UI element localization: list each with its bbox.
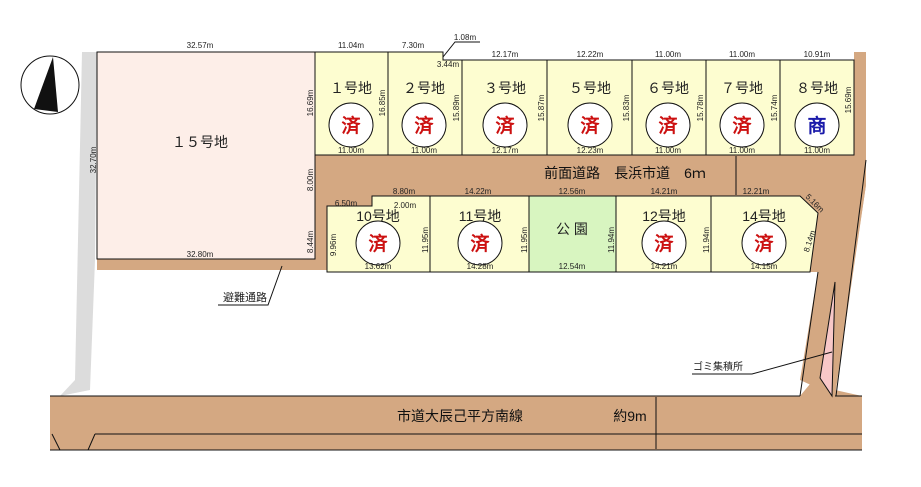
sold-mark: 済	[654, 232, 674, 255]
garbage-area	[819, 281, 836, 398]
dimension-label: 6.50m	[335, 199, 358, 208]
main-road-label: 市道大辰己平方南線	[397, 408, 523, 424]
lot-label: 14号地	[742, 208, 786, 224]
dimension-label: 32.70m	[89, 146, 98, 173]
sold-mark: 済	[732, 114, 752, 137]
dimension-label: 11.95m	[520, 227, 529, 253]
dimension-label: 14.28m	[467, 262, 494, 271]
dimension-label: 15.83m	[622, 94, 631, 121]
dimension-label: 11.00m	[655, 50, 681, 59]
lot-15-label: １５号地	[172, 134, 228, 150]
dimension-label: 11.00m	[655, 146, 681, 155]
dimension-label: 8.00m	[306, 169, 315, 192]
dimension-label: 12.23m	[577, 146, 604, 155]
dimensions: 32.57m 11.04m 7.30m 1.08m 3.44m 12.17m 1…	[89, 33, 853, 449]
business-mark: 商	[807, 114, 826, 137]
dimension-label: 11.00m	[804, 146, 830, 155]
dimension-label: 12.54m	[559, 262, 586, 271]
dimension-label: 14.21m	[651, 262, 678, 271]
lot-label: ２号地	[403, 80, 445, 96]
lot-label: ６号地	[647, 80, 689, 96]
sold-mark: 済	[495, 114, 515, 137]
lot-label: 11号地	[459, 208, 502, 224]
dimension-label: 13.62m	[365, 262, 392, 271]
dimension-label: 16.69m	[306, 89, 315, 116]
dimension-label: 12.22m	[577, 50, 604, 59]
dimension-label: 3.44m	[437, 60, 460, 69]
dimension-label: 14.21m	[651, 187, 678, 196]
lot-label: ７号地	[721, 80, 763, 96]
dimension-label: 32.57m	[187, 41, 214, 50]
park	[528, 195, 617, 273]
diagonal-road	[800, 155, 866, 396]
lot-label: ３号地	[484, 80, 526, 96]
garbage-area-label: ゴミ集積所	[693, 360, 743, 373]
dimension-label: 16.85m	[378, 89, 387, 116]
lot-label: 10号地	[356, 208, 400, 224]
dimension-label: 2.00m	[394, 201, 417, 210]
dimension-label: 11.94m	[702, 227, 711, 253]
dimension-label: 14.15m	[751, 262, 778, 271]
dimension-label: 11.00m	[729, 146, 755, 155]
side-path	[854, 52, 866, 160]
lot-label: 12号地	[642, 208, 686, 224]
dimension-label: 14.22m	[465, 187, 492, 196]
dimension-label: 10.91m	[804, 50, 831, 59]
lot-label: ５号地	[569, 80, 611, 96]
dimension-label: 11.00m	[729, 50, 755, 59]
dimension-label: 12.56m	[559, 187, 586, 196]
main-road-width: 約9m	[613, 408, 646, 424]
sold-mark: 済	[580, 114, 600, 137]
dimension-label: 15.74m	[770, 94, 779, 121]
north-arrow-icon	[20, 55, 80, 115]
dimension-label: 11.00m	[338, 146, 364, 155]
dimension-label: 1.08m	[454, 33, 477, 42]
dimension-label: 15.87m	[537, 94, 546, 121]
dimension-label: 9.96m	[329, 234, 338, 257]
dimension-label: 11.95m	[421, 227, 430, 253]
sold-mark: 済	[754, 232, 774, 255]
sold-mark: 済	[470, 232, 490, 255]
lot-label: １号地	[330, 80, 372, 96]
dimension-label: 15.89m	[452, 94, 461, 121]
lot-15[interactable]	[96, 51, 316, 260]
sold-mark: 済	[658, 114, 678, 137]
dimension-label: 15.69m	[844, 86, 853, 113]
evacuation-path-label: 避難通路	[223, 290, 267, 304]
front-road-label: 前面道路 長浜市道 6ｍ	[544, 165, 706, 181]
dimension-label: 8.44m	[306, 231, 315, 254]
dimension-label: 11.94m	[607, 227, 616, 253]
dimension-label: 15.78m	[696, 94, 705, 121]
sold-mark: 済	[414, 114, 434, 137]
lot-label: ８号地	[796, 80, 838, 96]
dimension-label: 12.21m	[743, 187, 770, 196]
dimension-label: 11.04m	[338, 41, 364, 50]
park-label: 公 園	[556, 221, 588, 237]
dimension-label: 12.17m	[492, 146, 519, 155]
dimension-label: 7.30m	[402, 41, 425, 50]
dimension-label: 32.80m	[187, 250, 214, 259]
sold-mark: 済	[368, 232, 388, 255]
sold-mark: 済	[341, 114, 361, 137]
dimension-label: 8.80m	[393, 187, 416, 196]
dimension-label: 12.17m	[492, 50, 519, 59]
adjacent-strip	[60, 52, 97, 396]
dimension-label: 11.00m	[411, 146, 437, 155]
